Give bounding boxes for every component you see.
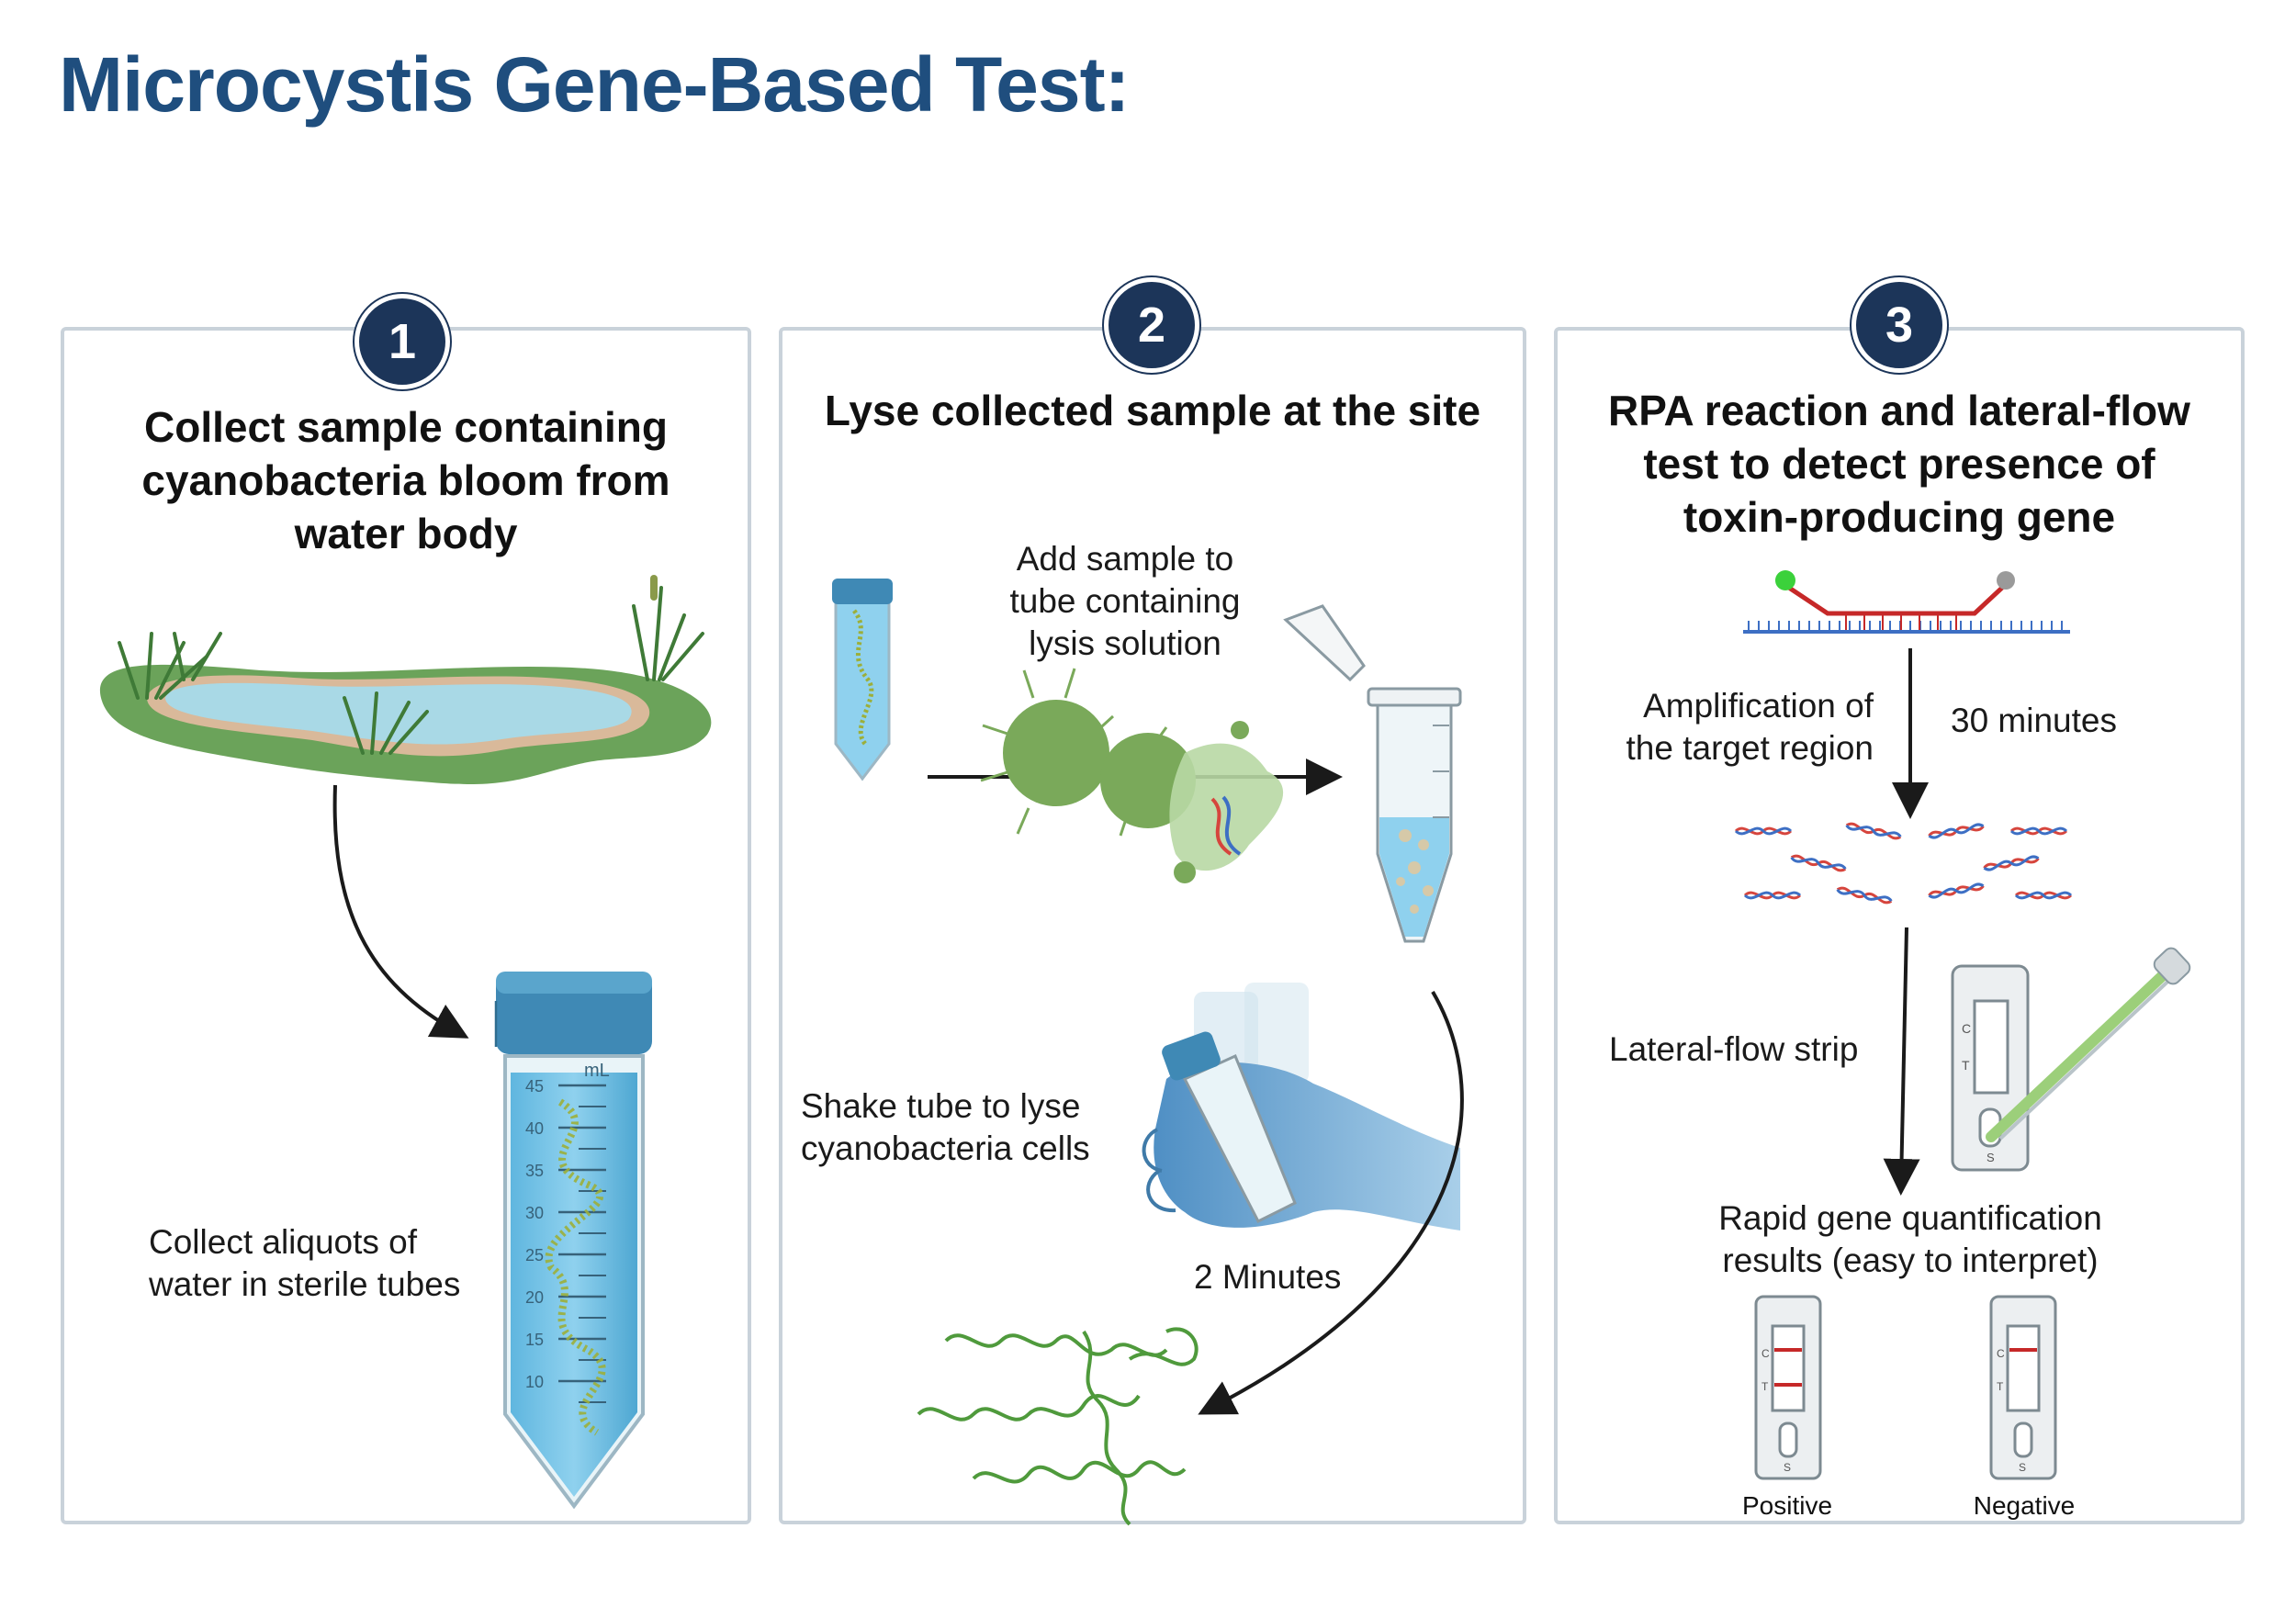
step-2-heading: Lyse collected sample at the site — [797, 384, 1508, 437]
positive-s-label: S — [1784, 1461, 1791, 1474]
tube-mark-label: 10 — [525, 1373, 544, 1391]
dna-fragment — [1743, 891, 1802, 900]
step-2-badge: 2 — [1104, 277, 1199, 373]
strip-arrow — [1883, 927, 1920, 1196]
negative-label: Negative — [1973, 1491, 2076, 1520]
page-title: Microcystis Gene-Based Test: — [59, 41, 1131, 128]
rapid-results-label: Rapid gene quantification results (easy … — [1671, 1197, 2149, 1282]
step-3-badge: 3 — [1851, 277, 1947, 373]
step-2-heading-line: Lyse collected sample at the site — [824, 387, 1481, 434]
shake-tube-label: Shake tube to lyse cyanobacteria cells — [801, 1085, 1090, 1170]
step-1-heading-line: water body — [294, 510, 518, 557]
strip-s-label: S — [1986, 1151, 1995, 1164]
step-1-heading-line: Collect sample containing — [144, 403, 668, 451]
rpa-dna-template — [1743, 570, 2070, 634]
negative-result-cassette — [1989, 1295, 2057, 1480]
tube-unit-label: mL — [584, 1061, 610, 1081]
dna-fragment — [1845, 822, 1902, 840]
label-line: Shake tube to lyse — [801, 1087, 1081, 1125]
label-line: Collect aliquots of — [149, 1223, 418, 1261]
tube-mark-label: 40 — [525, 1119, 544, 1138]
add-sample-label: Add sample to tube containing lysis solu… — [974, 538, 1277, 665]
tube-mark-label: 45 — [525, 1077, 544, 1096]
tube-mark-label: 25 — [525, 1246, 544, 1264]
dna-fragment — [1928, 823, 1985, 839]
shaking-hand-illustration — [1142, 983, 1460, 1231]
label-line: water in sterile tubes — [149, 1265, 461, 1303]
dna-fragment — [2009, 826, 2068, 836]
lateral-flow-cassette — [1951, 947, 2191, 1172]
negative-s-label: S — [2019, 1461, 2026, 1474]
label-line: Rapid gene quantification — [1718, 1199, 2102, 1237]
dna-fragment — [2014, 891, 2073, 900]
lateral-flow-strip-label: Lateral-flow strip — [1609, 1030, 1859, 1068]
collect-aliquots-label: Collect aliquots of water in sterile tub… — [149, 1221, 460, 1306]
tube-mark-label: 20 — [525, 1288, 544, 1307]
positive-t-label: T — [1761, 1380, 1769, 1393]
negative-c-label: C — [1997, 1347, 2005, 1360]
dna-fragment — [1734, 826, 1793, 836]
label-line: tube containing — [1009, 582, 1241, 620]
lyse-arrow — [1198, 990, 1464, 1415]
positive-result-cassette — [1754, 1295, 1822, 1480]
thirty-minutes-label: 30 minutes — [1951, 702, 2117, 739]
negative-t-label: T — [1997, 1380, 2004, 1393]
label-line: lysis solution — [1029, 624, 1221, 662]
step-3-heading: RPA reaction and lateral-flow test to de… — [1572, 384, 2226, 544]
dna-fragment — [1836, 886, 1893, 905]
label-line: cyanobacteria cells — [801, 1129, 1090, 1167]
strip-t-label: T — [1962, 1058, 1970, 1073]
label-line: the target region — [1626, 729, 1874, 767]
label-line: results (easy to interpret) — [1722, 1242, 2099, 1279]
tube-mark-label: 30 — [525, 1204, 544, 1222]
two-minutes-label: 2 Minutes — [1194, 1258, 1342, 1296]
collect-arrow — [332, 784, 469, 1039]
label-line: Amplification of — [1643, 687, 1874, 725]
step-3-heading-line: toxin-producing gene — [1683, 493, 2116, 541]
lysis-tube — [1283, 604, 1462, 943]
step-3-panel — [1554, 327, 2245, 1524]
dna-fragment — [1928, 882, 1985, 899]
pond-illustration — [99, 575, 712, 784]
tube-graduation-marks: 45 40 35 30 25 20 15 10 — [525, 1077, 606, 1403]
label-line: Add sample to — [1016, 540, 1234, 578]
amplified-dna — [1734, 822, 2073, 905]
step-3-heading-line: RPA reaction and lateral-flow — [1608, 387, 2190, 434]
released-dna-strands — [917, 1327, 1199, 1526]
step-1-badge: 1 — [355, 294, 450, 389]
strip-c-label: C — [1962, 1021, 1971, 1036]
tube-mark-label: 35 — [525, 1162, 544, 1180]
sample-tube-large: mL 45 40 35 30 25 20 15 10 — [494, 972, 652, 1510]
amplification-label: Amplification of the target region — [1613, 685, 1874, 770]
step-1-heading-line: cyanobacteria bloom from — [141, 456, 670, 504]
tube-mark-label: 15 — [525, 1331, 544, 1349]
dna-fragment — [1983, 855, 2040, 871]
lysing-cell-illustration — [980, 668, 1284, 883]
positive-c-label: C — [1761, 1347, 1770, 1360]
step-1-heading: Collect sample containing cyanobacteria … — [79, 400, 733, 560]
dna-fragment — [1790, 854, 1847, 872]
positive-label: Positive — [1741, 1491, 1833, 1520]
sample-tube-small — [832, 579, 893, 781]
step-3-heading-line: test to detect presence of — [1643, 440, 2155, 488]
